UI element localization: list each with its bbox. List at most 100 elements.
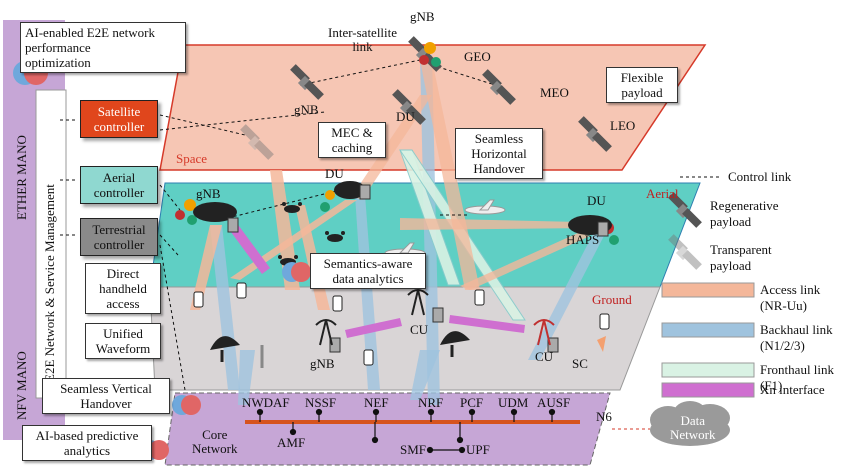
data-network-cloud — [650, 401, 730, 446]
xn-link — [449, 315, 525, 333]
access-beam — [400, 218, 590, 230]
core-plane — [164, 392, 611, 466]
gnb-space-label: gNB — [294, 102, 319, 117]
ether-mano-label: ETHER MANO — [14, 135, 29, 220]
transparent-satellite-icon — [240, 124, 274, 160]
satellite-icon — [290, 64, 324, 100]
legend-backhaul: Backhaul link (N1/2/3) — [760, 322, 833, 353]
server-icon — [597, 221, 609, 237]
meo-label: MEO — [540, 85, 569, 100]
core-network-label: Core Network — [192, 427, 238, 456]
server-icon — [359, 184, 371, 200]
gear-icon — [419, 42, 441, 67]
ground-layer-label: Ground — [592, 292, 632, 307]
gnb-geo-label: gNB — [410, 9, 435, 24]
phone-icon — [332, 295, 343, 312]
phone-icon — [236, 282, 247, 299]
leo-label: LEO — [610, 118, 636, 133]
ai-e2e-optimization-box: AI-enabled E2E network performance optim… — [20, 22, 186, 73]
access-beam — [352, 95, 432, 200]
du-aerial-label: DU — [325, 166, 344, 181]
haps-label: HAPS — [566, 232, 600, 247]
aerial-platform — [334, 181, 366, 199]
phone-icon — [474, 289, 485, 306]
semantics-analytics-box: Semantics-aware data analytics — [310, 253, 426, 289]
drone-icon — [325, 231, 345, 242]
xn-link — [345, 318, 402, 338]
cell-tower-icon — [407, 289, 429, 316]
nf-nssf: NSSF — [305, 395, 337, 410]
cu-ground2-label: CU — [535, 349, 554, 364]
nf-pcf: PCF — [460, 395, 484, 410]
e2e-mgmt-label: E2E Network & Service Management — [42, 184, 57, 382]
backhaul-beam — [210, 225, 240, 390]
satellite-controller[interactable]: Satellite controller — [80, 100, 158, 138]
nf-ausf: AUSF — [537, 395, 571, 410]
phone-icon — [363, 349, 374, 366]
server-icon — [432, 307, 444, 323]
control-link — [159, 234, 179, 256]
ai-predictive-box: AI-based predictive analytics — [22, 425, 152, 461]
server-icon — [547, 337, 559, 353]
unified-waveform-box: Unified Waveform — [85, 323, 161, 359]
gear-icon — [175, 199, 197, 225]
cell-tower-icon — [315, 319, 337, 346]
legend-xn: Xn interface — [760, 382, 825, 397]
nfv-mano-label: NFV MANO — [14, 351, 29, 420]
access-beam — [460, 232, 590, 290]
data-network-label: Data Network — [670, 413, 716, 442]
horizontal-handover-box: Seamless Horizontal Handover — [455, 128, 543, 179]
legend-regenerative: Regenerative payload — [710, 198, 779, 229]
legend-access-swatch — [661, 282, 755, 298]
satellite-icon — [392, 89, 426, 125]
satellite-icon — [578, 116, 612, 152]
gnb-aerial-label: gNB — [196, 186, 221, 201]
inter-satellite-link — [299, 59, 421, 86]
gear-icon — [320, 190, 335, 212]
sc-label: SC — [572, 356, 588, 371]
phone-icon — [599, 313, 610, 330]
nf-udm: UDM — [498, 395, 529, 410]
terrestrial-controller[interactable]: Terrestrial controller — [80, 218, 158, 256]
geo-label: GEO — [464, 49, 491, 64]
drone-icon — [282, 202, 302, 213]
aerial-layer-label: Aerial — [646, 186, 679, 201]
e2e-mgmt-strip — [35, 89, 67, 399]
small-cell-icon — [597, 336, 606, 352]
mec-caching-box: MEC & caching — [318, 122, 386, 158]
nf-amf: AMF — [277, 435, 306, 450]
satellite-dish-icon — [210, 336, 240, 362]
xn-link — [228, 222, 270, 274]
backhaul-beam — [355, 195, 380, 390]
backhaul-beam — [528, 230, 607, 360]
nf-upf: UPF — [466, 442, 490, 457]
nf-nef: NEF — [364, 395, 389, 410]
brain-icon — [172, 395, 201, 415]
phone-icon — [193, 291, 204, 308]
backhaul-beam — [238, 350, 255, 405]
legend-control-link: Control link — [728, 169, 792, 184]
flexible-payload-box: Flexible payload — [606, 67, 678, 103]
legend-transparent-icon — [668, 234, 702, 270]
legend-transparent: Transparent payload — [710, 242, 772, 273]
legend-fronthaul-swatch — [661, 362, 755, 378]
aerial-platform — [193, 202, 237, 222]
inter-satellite-label: Inter-satellite link — [328, 25, 398, 54]
legend-backhaul-swatch — [661, 322, 755, 338]
nf-nrf: NRF — [418, 395, 444, 410]
legend-access: Access link (NR-Uu) — [760, 282, 821, 313]
control-link — [159, 111, 326, 131]
satellite-dish-icon — [440, 331, 470, 357]
control-link — [159, 244, 186, 391]
cu-ground1-label: CU — [410, 322, 429, 337]
legend-xn-swatch — [661, 382, 755, 398]
inter-satellite-link — [431, 64, 496, 86]
aerial-controller[interactable]: Aerial controller — [80, 166, 158, 204]
server-icon — [329, 337, 341, 353]
du-haps-label: DU — [587, 193, 606, 208]
space-layer-label: Space — [176, 151, 208, 166]
legend-fronthaul: Fronthaul link (F1) — [760, 362, 835, 393]
control-link — [159, 184, 181, 211]
control-link — [227, 189, 341, 219]
satellite-icon — [482, 69, 516, 105]
